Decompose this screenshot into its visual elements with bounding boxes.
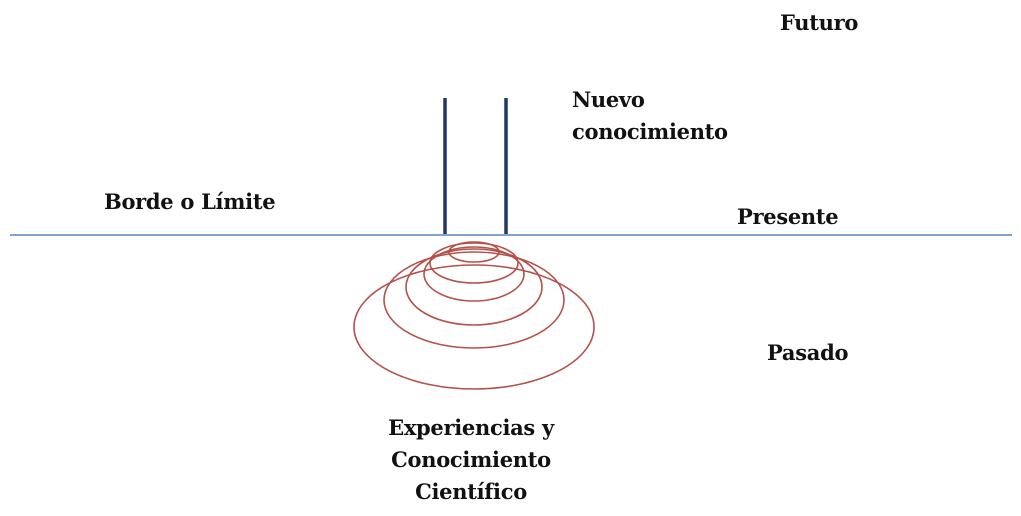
new-knowledge-label-line1: Nuevo: [572, 87, 645, 112]
present-label: Presente: [737, 204, 839, 229]
new-knowledge-label: Nuevo conocimiento: [572, 84, 728, 148]
boundary-label: Borde o Límite: [104, 189, 276, 214]
experience-spiral: [353, 241, 595, 390]
experience-label-line1: Experiencias y: [388, 415, 554, 440]
experience-label: Experiencias y Conocimiento Científico: [340, 412, 602, 508]
future-label: Futuro: [780, 10, 859, 35]
new-knowledge-label-line2: conocimiento: [572, 119, 728, 144]
past-label: Pasado: [767, 340, 849, 365]
experience-label-line3: Científico: [415, 479, 527, 504]
experience-label-line2: Conocimiento: [391, 447, 551, 472]
